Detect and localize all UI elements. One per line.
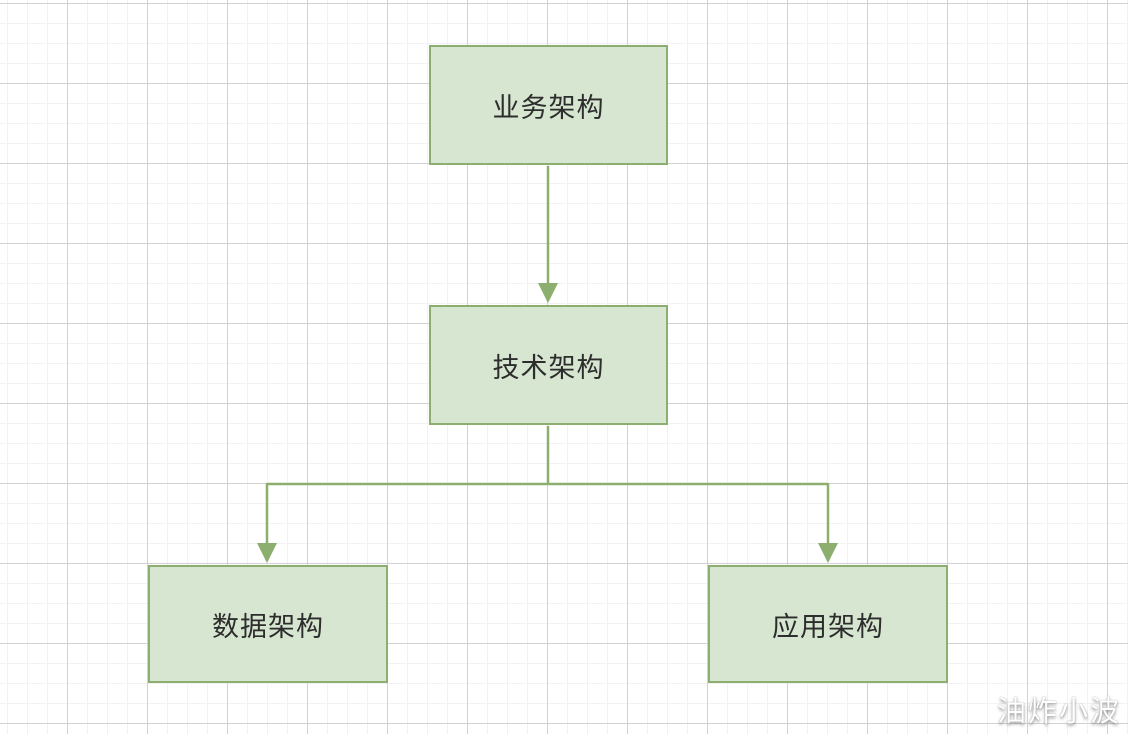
node-business-architecture[interactable]: 业务架构 (429, 45, 668, 165)
node-technical-architecture-label: 技术架构 (492, 352, 605, 383)
node-application-architecture[interactable]: 应用架构 (708, 565, 948, 683)
node-data-architecture[interactable]: 数据架构 (148, 565, 388, 683)
node-technical-architecture[interactable]: 技术架构 (429, 305, 668, 425)
node-business-architecture-label: 业务架构 (492, 92, 605, 123)
watermark: 油炸小波 (996, 694, 1121, 728)
node-application-architecture-label: 应用架构 (772, 611, 884, 642)
node-data-architecture-label: 数据架构 (212, 611, 324, 642)
